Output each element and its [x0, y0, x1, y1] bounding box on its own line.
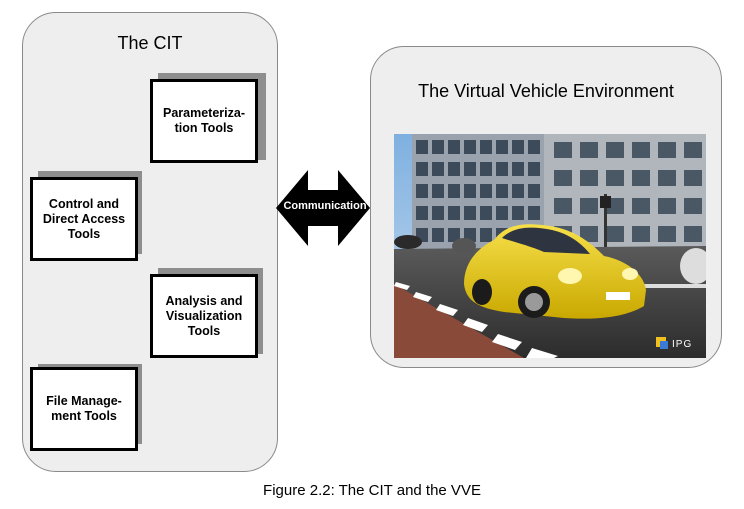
parameterization-tools-box: Parameteriza- tion Tools [150, 79, 258, 163]
building-left [412, 134, 552, 249]
cit-title: The CIT [117, 33, 183, 53]
ipg-logo-text: IPG [672, 339, 693, 350]
tool-label: Analysis and Visualization Tools [165, 293, 243, 338]
yellow-car [464, 224, 646, 319]
figure-caption: Figure 2.2: The CIT and the VVE [263, 482, 481, 499]
control-direct-access-tools-box: Control and Direct Access Tools [30, 177, 138, 261]
tool-label: File Manage- ment Tools [46, 394, 122, 423]
tool-label: Control and Direct Access Tools [42, 196, 126, 241]
communication-label: Communication [283, 200, 367, 212]
vve-title: The Virtual Vehicle Environment [418, 81, 674, 101]
tool-label: Parameteriza- tion Tools [163, 106, 245, 135]
analysis-visualization-tools-box: Analysis and Visualization Tools [150, 274, 258, 358]
file-management-tools-box: File Manage- ment Tools [30, 367, 138, 451]
double-arrow-icon [276, 170, 370, 246]
vehicle-simulation-scene [394, 134, 706, 358]
